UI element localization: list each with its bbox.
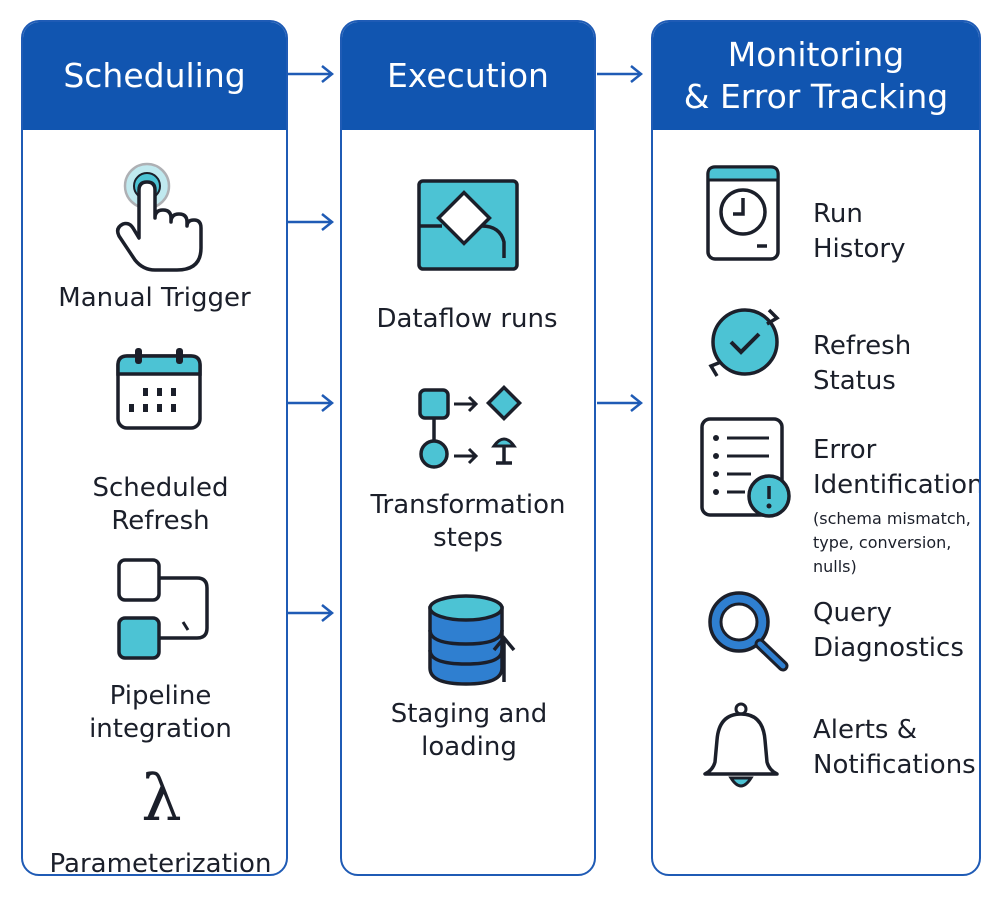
scheduled-refresh-label-line2: Refresh: [111, 506, 210, 536]
error-identification-note-line1: (schema mismatch,: [813, 509, 971, 528]
transformation-steps-label-line2: steps: [433, 523, 503, 553]
scheduled-refresh-label-line1: Scheduled: [92, 473, 229, 503]
refresh-check-icon: [708, 308, 780, 377]
execution-title: Execution: [387, 56, 549, 95]
arrow-scheduling-to-execution-4: [288, 604, 335, 622]
run-history-label-line2: History: [813, 234, 906, 264]
error-list-icon: [700, 417, 791, 518]
query-diagnostics-label-line1: Query: [813, 598, 893, 628]
arrow-scheduling-to-execution-3: [288, 394, 335, 412]
calendar-icon: [116, 348, 202, 430]
execution-header: Execution: [342, 22, 594, 130]
query-diagnostics-label-line2: Diagnostics: [813, 633, 964, 663]
pipeline-icon: [117, 558, 209, 660]
lambda-icon: λ: [141, 762, 182, 836]
clock-document-icon: [706, 165, 780, 261]
staging-loading-label-line2: loading: [421, 732, 517, 762]
manual-trigger-label: Manual Trigger: [58, 283, 251, 313]
staging-loading-label-line1: Staging and: [390, 699, 548, 729]
pipeline-integration-label-line1: Pipeline: [109, 681, 212, 711]
arrow-scheduling-to-execution-2: [288, 213, 335, 231]
scheduling-title: Scheduling: [63, 56, 246, 95]
refresh-status-label-line2: Status: [813, 366, 896, 396]
refresh-status-label-line1: Refresh: [813, 331, 912, 361]
run-history-label-line1: Run: [813, 199, 863, 229]
dataflow-icon: [417, 179, 519, 271]
arrow-execution-to-monitoring-1: [597, 65, 644, 83]
monitoring-header: Monitoring & Error Tracking: [653, 22, 979, 130]
monitoring-column: Monitoring & Error Tracking Run History …: [651, 20, 981, 876]
execution-column: Execution Dataflow runs Transformation s…: [340, 20, 596, 876]
scheduling-column: Scheduling Manual Trigger Scheduled Refr…: [21, 20, 288, 876]
transformation-steps-label-line1: Transformation: [370, 490, 566, 520]
alerts-notifications-label-line1: Alerts &: [813, 715, 917, 745]
pipeline-integration-label-line2: integration: [89, 714, 232, 744]
monitoring-title-line2: & Error Tracking: [683, 77, 949, 116]
scheduling-header: Scheduling: [23, 22, 286, 130]
error-identification-note-line2: type, conversion,: [813, 533, 952, 552]
arrow-execution-to-monitoring-2: [597, 394, 644, 412]
dataflow-runs-label: Dataflow runs: [376, 304, 558, 334]
database-icon: [428, 594, 516, 686]
magnifier-icon: [708, 591, 789, 672]
error-identification-note-line3: nulls): [813, 557, 857, 576]
monitoring-title-line1: Monitoring: [727, 35, 905, 74]
error-identification-label-line1: Error: [813, 435, 877, 465]
transformation-icon: [418, 384, 523, 469]
alerts-notifications-label-line2: Notifications: [813, 750, 976, 780]
parameterization-label: Parameterization: [49, 849, 272, 876]
hand-pointer-icon: [115, 162, 203, 272]
bell-icon: [703, 702, 779, 788]
error-identification-label-line2: Identification: [813, 470, 981, 500]
arrow-scheduling-to-execution-1: [288, 65, 335, 83]
